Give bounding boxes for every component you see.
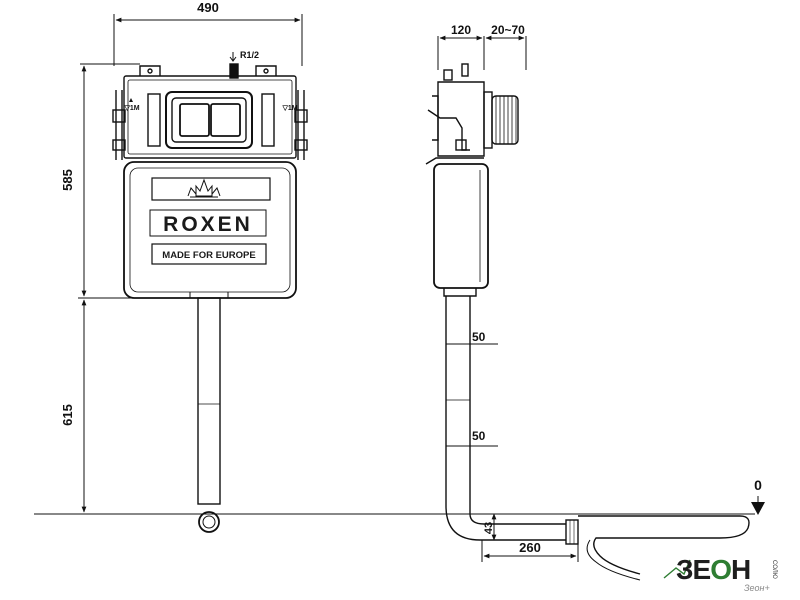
- side-tank: [433, 163, 489, 297]
- watermark-logo-end: H: [731, 554, 751, 585]
- side-down-pipe: [445, 296, 498, 514]
- slogan: MADE FOR EUROPE: [162, 250, 255, 261]
- step-2-label: 50: [472, 429, 486, 443]
- watermark-vertical: СОЛЮ: [771, 560, 777, 579]
- outlet-dimension: [481, 513, 579, 562]
- side-frame: [425, 63, 485, 165]
- mounting-frame: [112, 65, 308, 160]
- width-dimension: [113, 14, 303, 66]
- watermark-subtitle: Зеон+: [744, 583, 770, 593]
- outlet-pipe: [445, 505, 750, 581]
- zero-level-marker: [751, 496, 765, 515]
- water-inlet: [229, 52, 239, 79]
- watermark-logo-accent: О: [710, 554, 732, 585]
- watermark-figure-icon: [663, 559, 691, 579]
- zero-level-label: 0: [754, 477, 762, 493]
- adjust-label: 20~70: [491, 23, 525, 37]
- pipe-height-label: 615: [60, 404, 75, 426]
- step-1-label: 50: [472, 330, 486, 344]
- flush-adjuster: [483, 91, 519, 149]
- crown-logo: [187, 178, 221, 198]
- depth-dimension: [437, 35, 527, 70]
- watermark-logo-main: ЗЕ: [676, 554, 711, 585]
- down-pipe: [189, 292, 229, 533]
- brand-frame: [149, 209, 267, 237]
- height-dimension: [78, 63, 190, 513]
- brand-name: ROXEN: [163, 213, 253, 236]
- watermark-logo: ЗЕОH: [676, 554, 751, 585]
- flush-plate: [165, 91, 253, 149]
- depth-label: 120: [451, 23, 471, 37]
- side-view: 120 20~70: [425, 23, 750, 581]
- tank-height-label: 585: [60, 169, 75, 191]
- outlet-height-label: 43: [483, 522, 495, 534]
- inlet-label: R1/2: [240, 50, 259, 60]
- width-label: 490: [197, 0, 219, 15]
- level-mark-right: ▽1M: [281, 105, 297, 112]
- outlet-length-label: 260: [519, 540, 541, 555]
- level-mark-left: ▽1M: [123, 105, 139, 112]
- front-view: 490 585 615: [60, 0, 308, 533]
